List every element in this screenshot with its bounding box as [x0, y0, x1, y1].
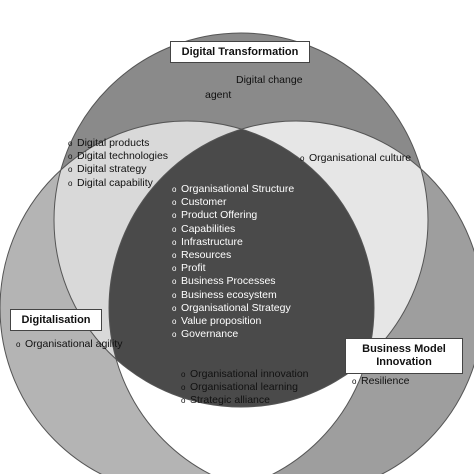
- digitalisation-label-text: Digitalisation: [21, 314, 91, 326]
- business-model-innovation-label-text: Business Model Innovation: [362, 343, 446, 368]
- digital-transformation-label: Digital Transformation: [170, 41, 310, 63]
- center-overlap: [109, 121, 374, 407]
- digitalisation-label: Digitalisation: [10, 309, 102, 331]
- agent-annotation: agent: [205, 89, 232, 101]
- dt-outline: [53, 32, 429, 408]
- business-model-innovation-label: Business Model Innovation: [345, 338, 463, 374]
- bmi-outline: [108, 120, 474, 474]
- digital-transformation-label-text: Digital Transformation: [181, 46, 299, 58]
- digital-change-annotation: Digital change: [236, 74, 303, 86]
- dig-outline: [0, 120, 375, 474]
